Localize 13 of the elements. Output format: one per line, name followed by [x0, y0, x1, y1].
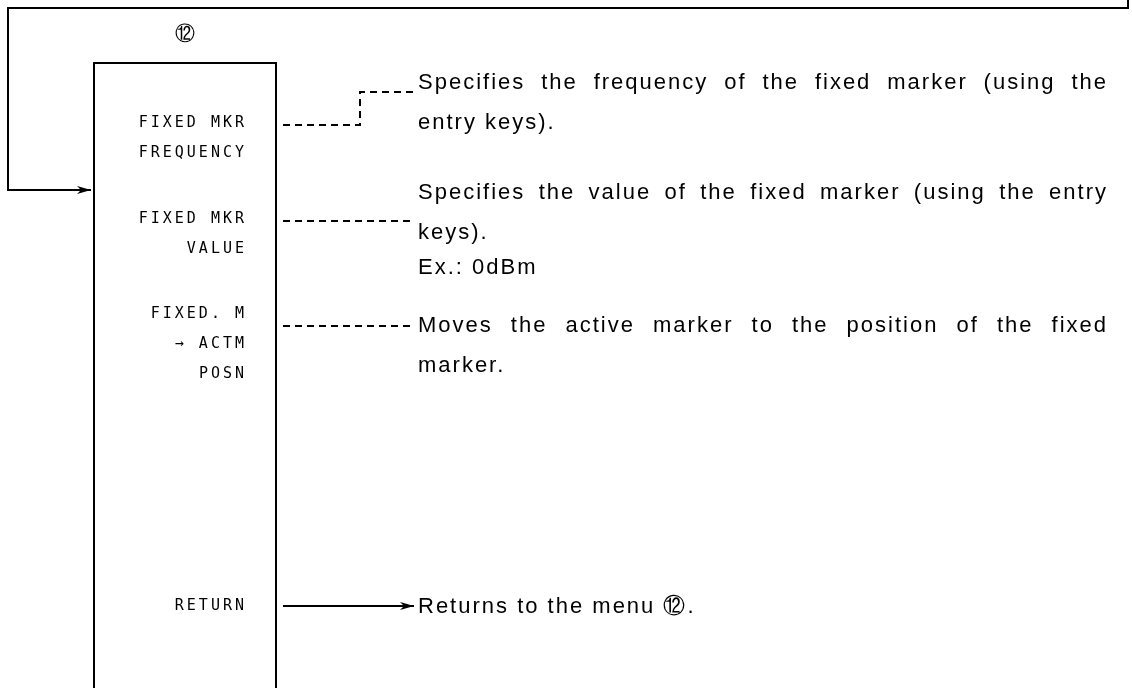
description-text: Specifies the value of the fixed marker (using the entry keys).	[418, 178, 1108, 246]
arrow	[7, 0, 1129, 194]
example-text: Ex.: 0dBm	[418, 253, 539, 281]
description-text: Specifies the frequency of the fixed marker (using the entry keys).	[418, 68, 1108, 136]
menu-number: ⑫	[175, 20, 195, 47]
softkey-label: FIXED MKR VALUE	[137, 208, 247, 259]
softkey-label: RETURN	[173, 595, 247, 616]
dashed-leader-line	[282, 91, 415, 126]
softkey-label: FIXED MKR FREQUENCY	[137, 112, 247, 163]
description-text: Returns to the menu ⑫.	[418, 592, 697, 620]
arrow	[282, 602, 415, 610]
description-text: Moves the active marker to the position of the fixed marker.	[418, 311, 1108, 379]
softkey-label: FIXED. M → ACTM POSN	[149, 303, 247, 384]
